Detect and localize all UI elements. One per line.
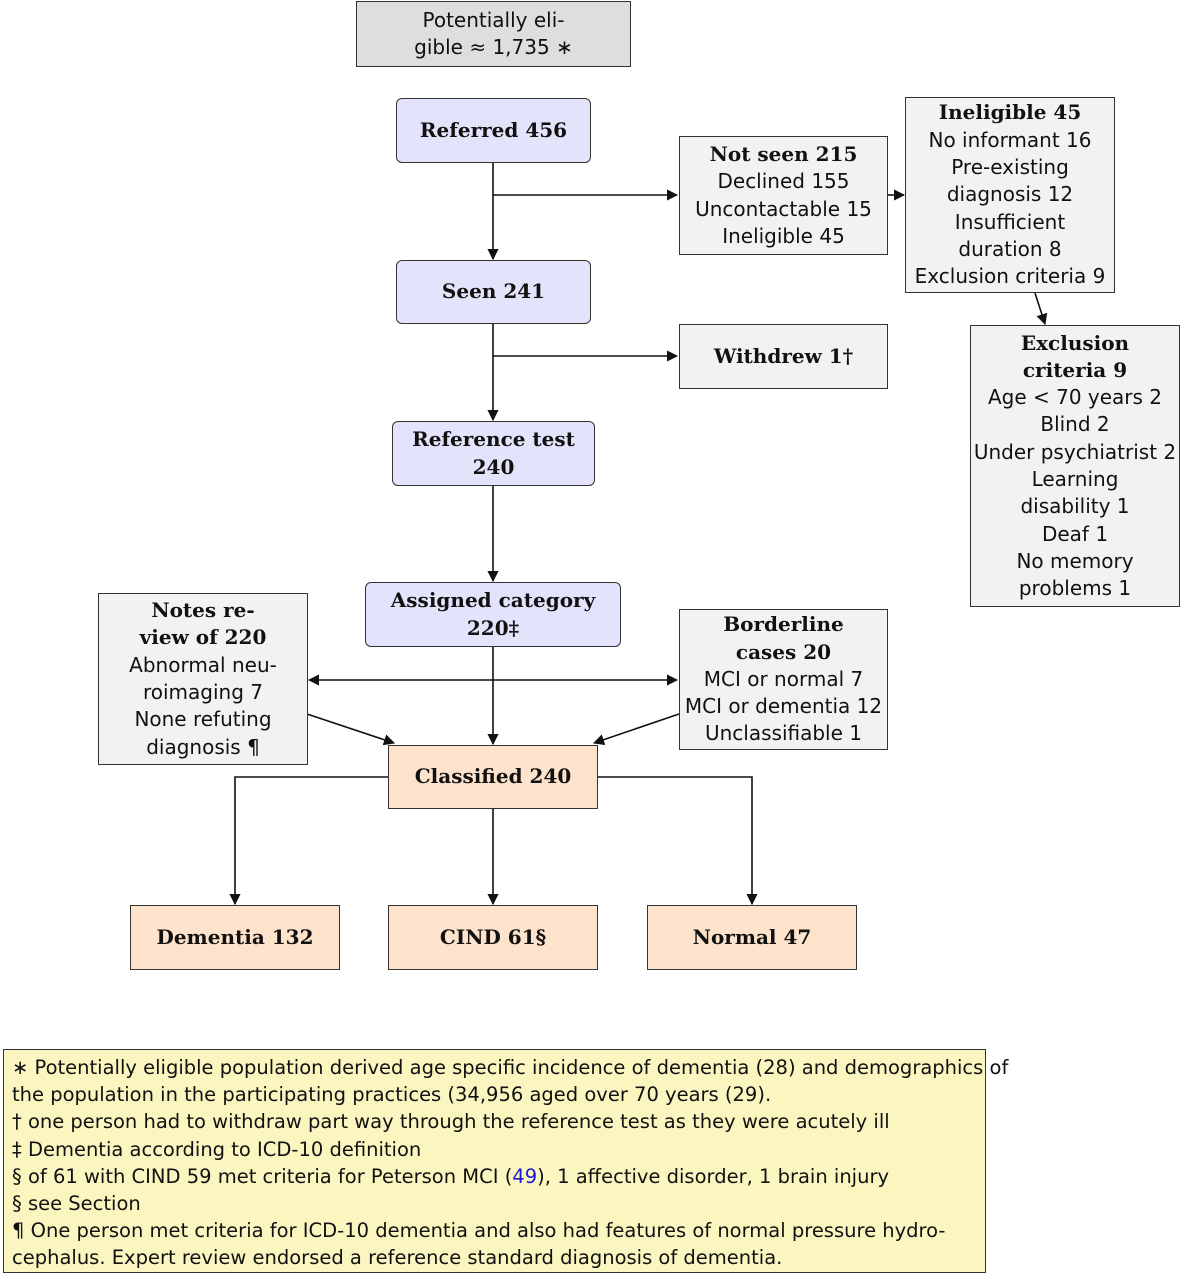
exclusion-criteria-box: Exclusion criteria 9 Age < 70 years 2 Bl… <box>970 325 1180 607</box>
seen-title: Seen 241 <box>441 279 546 304</box>
notes-review-title-line-1: Notes re- <box>151 598 255 623</box>
referred-title: Referred 456 <box>419 117 568 142</box>
assigned-category-title: Assigned category 220‡ <box>390 588 596 640</box>
ineligible-line: Exclusion criteria 9 <box>914 264 1106 289</box>
footnote-text: § of 61 with CIND 59 met criteria for Pe… <box>12 1164 513 1188</box>
exclusion-line: Deaf 1 <box>1041 521 1109 546</box>
ineligible-line: No informant 16 <box>928 127 1092 152</box>
normal-box: Normal 47 <box>647 905 857 970</box>
not-seen-line: Uncontactable 15 <box>695 196 872 221</box>
notes-review-box: Notes re- view of 220 Abnormal neu- roim… <box>98 593 308 765</box>
footnote-line: ‡ Dementia according to ICD-10 definitio… <box>12 1137 422 1161</box>
not-seen-line: Ineligible 45 <box>722 223 845 248</box>
notes-review-title-line-2: view of 220 <box>139 625 267 650</box>
footnote-line: ∗ Potentially eligible population derive… <box>12 1056 1009 1079</box>
exclusion-line: problems 1 <box>1018 576 1132 601</box>
exclusion-title-line-1: Exclusion <box>1020 330 1130 355</box>
exclusion-title-line-2: criteria 9 <box>1022 357 1128 382</box>
footnote-line: cephalus. Expert review endorsed a refer… <box>12 1246 783 1270</box>
arrow-ineligible-to-exclusion <box>1034 292 1048 326</box>
potentially-eligible-line-2: gible ≈ 1,735 ∗ <box>414 35 573 59</box>
ineligible-line: Insufficient <box>954 209 1066 234</box>
dementia-title: Dementia 132 <box>156 924 314 949</box>
ineligible-box: Ineligible 45 No informant 16 Pre-existi… <box>905 97 1115 293</box>
exclusion-line: disability 1 <box>1020 494 1130 519</box>
footnote-line-with-reference: § of 61 with CIND 59 met criteria for Pe… <box>12 1163 977 1190</box>
footnote-line: ¶ One person met criteria for ICD-10 dem… <box>12 1219 946 1243</box>
notes-review-line: roimaging 7 <box>142 680 264 704</box>
footnote-line: † one person had to withdraw part way th… <box>12 1110 890 1134</box>
ineligible-line: duration 8 <box>958 236 1062 261</box>
exclusion-line: No memory <box>1016 548 1134 573</box>
dementia-box: Dementia 132 <box>130 905 340 970</box>
ineligible-line: Pre-existing <box>951 155 1069 180</box>
notes-review-line: Abnormal neu- <box>129 652 277 677</box>
footnote-line: the population in the participating prac… <box>12 1083 772 1107</box>
arrow-classified-to-normal <box>598 776 758 906</box>
borderline-line: MCI or normal 7 <box>703 666 864 691</box>
borderline-title-line-2: cases 20 <box>735 639 832 664</box>
ineligible-line: diagnosis 12 <box>946 182 1074 207</box>
borderline-line: MCI or dementia 12 <box>684 694 883 719</box>
reference-test-title: Reference test 240 <box>412 427 575 479</box>
arrow-classified-to-dementia <box>229 776 388 906</box>
borderline-line: Unclassifiable 1 <box>704 721 862 746</box>
potentially-eligible-box: Potentially eli- gible ≈ 1,735 ∗ <box>356 1 631 67</box>
classified-box: Classified 240 <box>388 745 598 809</box>
exclusion-line: Under psychiatrist 2 <box>973 439 1177 464</box>
normal-title: Normal 47 <box>692 924 812 949</box>
footnotes-box: ∗ Potentially eligible population derive… <box>3 1049 1009 1273</box>
arrow-borderline-to-classified <box>592 713 680 746</box>
referred-box: Referred 456 <box>396 98 591 163</box>
exclusion-line: Learning <box>1031 467 1119 491</box>
withdrew-box: Withdrew 1† <box>679 324 888 389</box>
reference-test-box: Reference test 240 <box>392 421 595 486</box>
not-seen-line: Declined 155 <box>717 169 850 194</box>
borderline-cases-box: Borderline cases 20 MCI or normal 7 MCI … <box>679 609 888 750</box>
not-seen-box: Not seen 215 Declined 155 Uncontactable … <box>679 136 888 255</box>
exclusion-line: Blind 2 <box>1040 412 1110 437</box>
potentially-eligible-line-1: Potentially eli- <box>422 7 565 32</box>
arrow-notes-to-classified <box>306 713 396 746</box>
footnote-line: § see Section <box>12 1192 141 1216</box>
not-seen-title: Not seen 215 <box>709 141 858 166</box>
cind-title: CIND 61§ <box>439 924 547 949</box>
notes-review-line: None refuting <box>134 707 272 732</box>
seen-box: Seen 241 <box>396 260 591 324</box>
footnote-text: ), 1 affective disorder, 1 brain injury <box>537 1164 890 1188</box>
borderline-title-line-1: Borderline <box>723 612 844 637</box>
ineligible-title: Ineligible 45 <box>938 100 1082 125</box>
withdrew-title: Withdrew 1† <box>713 343 854 368</box>
notes-review-line: diagnosis ¶ <box>146 734 260 759</box>
classified-title: Classified 240 <box>414 764 572 789</box>
reference-link[interactable]: 49 <box>512 1164 538 1188</box>
cind-box: CIND 61§ <box>388 905 598 970</box>
assigned-category-box: Assigned category 220‡ <box>365 582 621 647</box>
exclusion-line: Age < 70 years 2 <box>987 385 1163 410</box>
